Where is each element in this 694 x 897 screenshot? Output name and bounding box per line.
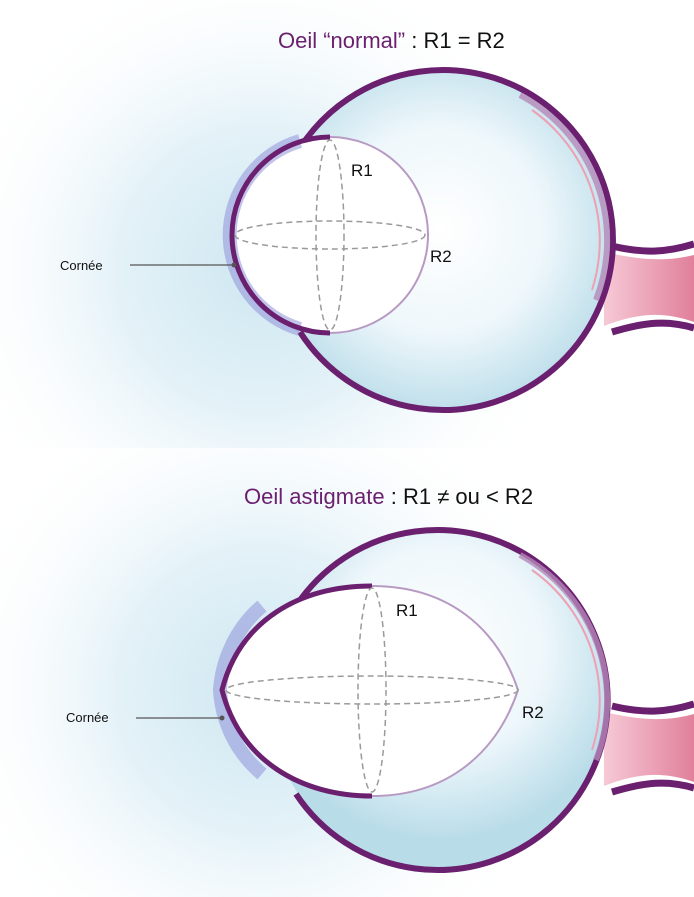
cornea-label: Cornée [66,710,109,725]
r2-label: R2 [522,703,544,722]
normal-eye-title: Oeil “normal” : R1 = R2 [278,28,505,53]
normal-eye: Oeil “normal” : R1 = R2 R1 R2 Cornée [0,0,694,448]
r2-label: R2 [430,247,452,266]
astigmatic-eye-title: Oeil astigmate : R1 ≠ ou < R2 [244,484,533,509]
cornea-label: Cornée [60,258,103,273]
cornea [230,137,428,333]
r1-label: R1 [351,161,373,180]
astigmatic-eye: Oeil astigmate : R1 ≠ ou < R2 R1 R2 Corn… [0,448,694,897]
r1-label: R1 [396,601,418,620]
